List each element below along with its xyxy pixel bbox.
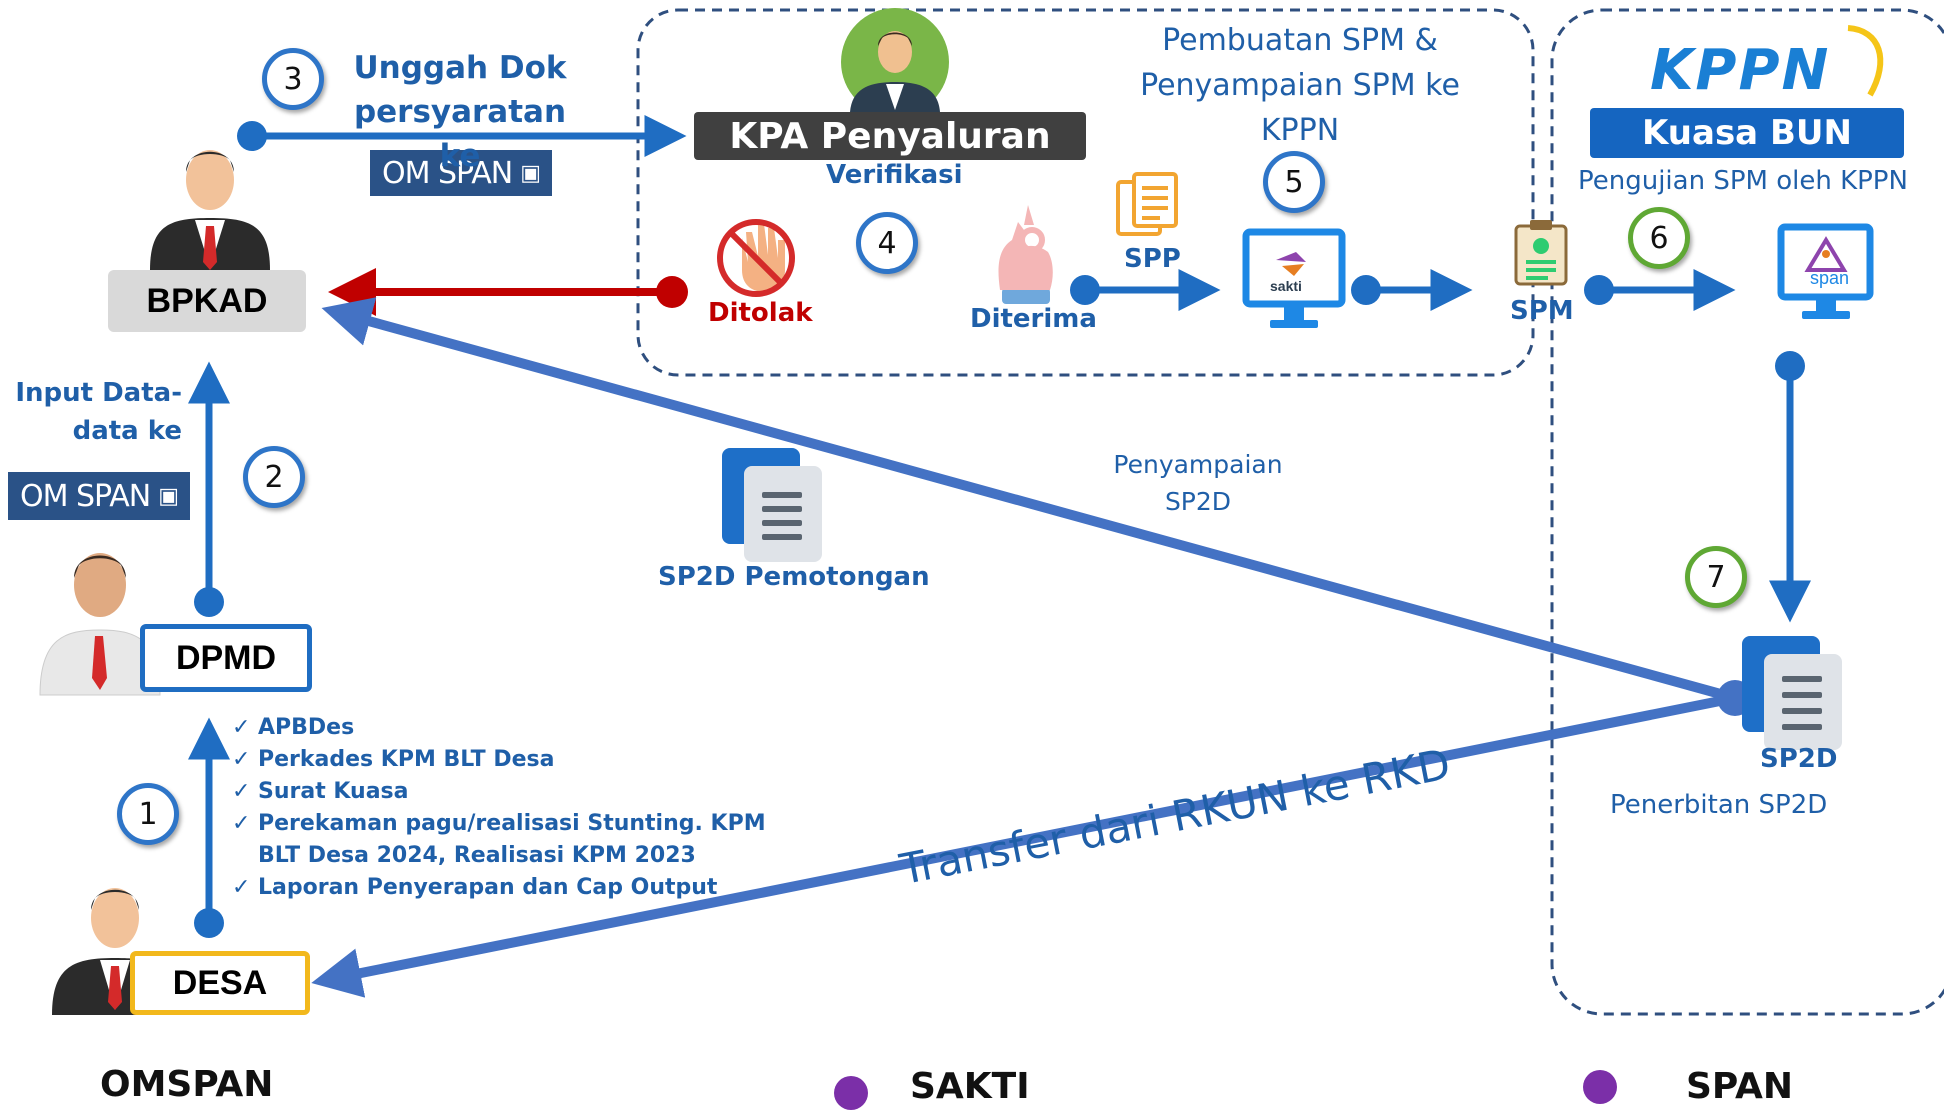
kppn-logo: KPPN xyxy=(1650,38,1831,103)
step-7: 7 xyxy=(1685,546,1747,608)
arrow-input-start xyxy=(194,587,224,617)
sp2d-document-icon xyxy=(1742,636,1842,750)
kppn-logo-swoosh xyxy=(1847,25,1884,97)
sakti-monitor-icon xyxy=(1242,228,1346,328)
input-label-line2: data ke xyxy=(72,416,182,446)
spm-label: SPM xyxy=(1510,296,1574,326)
spm-clipboard-icon xyxy=(1514,220,1568,286)
arrow-spm-start xyxy=(1351,275,1381,305)
input-label: Input Data- data ke xyxy=(10,374,182,450)
checklist-item-continued: BLT Desa 2024, Realisasi KPM 2023 xyxy=(258,843,696,868)
verifikasi-label: Verifikasi xyxy=(826,160,963,190)
span-monitor-icon xyxy=(1777,223,1874,319)
arrow-transfer xyxy=(311,693,1736,998)
penyampaian-label-line2: SP2D xyxy=(1164,487,1232,516)
arrow-sp2d-start xyxy=(1775,351,1805,381)
omspan-badge-left-label: OM SPAN xyxy=(19,478,151,514)
pembuatan-label-line1: Pembuatan SPM & xyxy=(1162,23,1438,58)
penerbitan-label: Penerbitan SP2D xyxy=(1610,790,1828,820)
upload-label-line1: Unggah Dok xyxy=(353,50,567,86)
pengujian-label: Pengujian SPM oleh KPPN xyxy=(1578,166,1908,196)
omspan-badge-left: OM SPAN ▣ xyxy=(8,472,190,520)
dpmd-box: DPMD xyxy=(140,624,312,692)
input-label-line1: Input Data- xyxy=(15,378,182,408)
checklist-item: APBDes xyxy=(232,712,766,744)
reject-hand-icon xyxy=(717,219,795,297)
checklist-item: Perekaman pagu/realisasi Stunting. KPM xyxy=(232,808,766,840)
upload-label: Unggah Dok persyaratan ke xyxy=(340,46,580,178)
penyampaian-label: Penyampaian SP2D xyxy=(1100,446,1296,520)
span-icon-text: span xyxy=(1810,268,1850,288)
ditolak-label: Ditolak xyxy=(708,298,813,328)
pembuatan-label-line2: Penyampaian SPM ke xyxy=(1140,68,1460,103)
arrow-penyampaian xyxy=(321,297,1737,703)
kuasa-bun-box: Kuasa BUN xyxy=(1590,108,1904,158)
spp-label: SPP xyxy=(1124,244,1181,274)
step-2: 2 xyxy=(243,446,305,508)
desa-box: DESA xyxy=(130,951,310,1015)
legend-span-dot xyxy=(1583,1070,1617,1104)
kpa-avatar-icon xyxy=(841,8,949,116)
arrow-spp-start xyxy=(1070,275,1100,305)
sp2d-label: SP2D xyxy=(1760,744,1838,774)
ok-hand-icon xyxy=(998,205,1053,304)
bpkad-person-icon xyxy=(150,150,270,270)
step-1: 1 xyxy=(117,783,179,845)
kpa-box: KPA Penyaluran xyxy=(694,112,1086,160)
arrow-desa-start xyxy=(194,908,224,938)
step-4: 4 xyxy=(856,212,918,274)
step-3: 3 xyxy=(262,48,324,110)
omspan-badge-top-label: OM SPAN xyxy=(381,155,513,191)
step-6: 6 xyxy=(1628,207,1690,269)
legend-sakti-dot xyxy=(834,1076,868,1110)
diterima-label: Diterima xyxy=(970,304,1097,334)
arrow-spm-span-start xyxy=(1584,275,1614,305)
sakti-region xyxy=(636,8,1535,377)
arrow-reject-start xyxy=(656,276,688,308)
arrow-upload-start xyxy=(237,121,267,151)
pembuatan-label-line3: KPPN xyxy=(1260,113,1340,148)
checklist-item: Surat Kuasa xyxy=(232,776,766,808)
sp2d-pemotongan-icon xyxy=(722,448,822,562)
checklist-item: Perkades KPM BLT Desa xyxy=(232,744,766,776)
checklist-item: Laporan Penyerapan dan Cap Output xyxy=(232,872,766,904)
binoculars-icon: ▣ xyxy=(158,483,179,509)
sp2d-pemotongan-label: SP2D Pemotongan xyxy=(658,562,930,592)
legend-span: SPAN xyxy=(1686,1066,1793,1107)
bpkad-box: BPKAD xyxy=(108,270,306,332)
upload-label-line2: persyaratan ke xyxy=(353,94,567,174)
pembuatan-label: Pembuatan SPM & Penyampaian SPM ke KPPN xyxy=(1118,18,1482,153)
spp-document-icon xyxy=(1116,172,1178,236)
penyampaian-label-line1: Penyampaian xyxy=(1113,450,1283,479)
binoculars-icon: ▣ xyxy=(520,160,541,186)
requirements-checklist: APBDes Perkades KPM BLT Desa Surat Kuasa… xyxy=(232,712,766,904)
omspan-badge-top: OM SPAN ▣ xyxy=(370,150,552,196)
span-region xyxy=(1550,8,1944,1016)
legend-sakti: SAKTI xyxy=(910,1066,1030,1107)
step-5: 5 xyxy=(1263,151,1325,213)
sakti-icon-text: sakti xyxy=(1270,278,1302,294)
dpmd-person-icon xyxy=(39,553,161,696)
legend-omspan: OMSPAN xyxy=(100,1064,274,1105)
